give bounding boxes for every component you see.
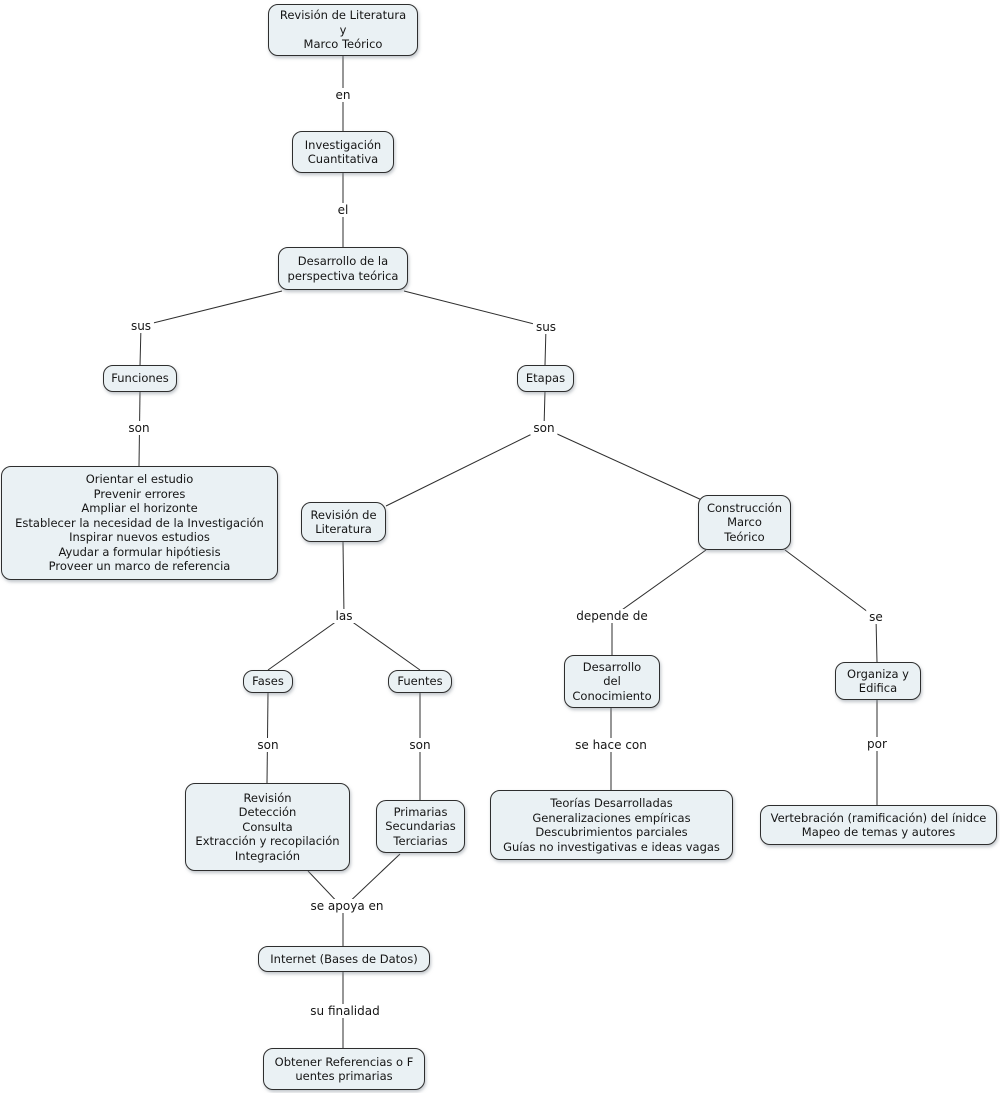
link-label-son-fuentes[interactable]: son [406, 738, 434, 752]
concept-desarrollo-del-conocimiento[interactable]: Desarrollo del Conocimiento [564, 655, 660, 708]
concept-organiza-y-edifica[interactable]: Organiza y Edifica [835, 662, 921, 700]
concept-construccion-marco-teorico[interactable]: Construcción Marco Teórico [698, 495, 791, 550]
concept-fases[interactable]: Fases [243, 670, 293, 693]
link-label-depende-de[interactable]: depende de [573, 609, 651, 623]
concept-obtener-referencias[interactable]: Obtener Referencias o F uentes primarias [263, 1048, 425, 1090]
concept-investigacion-cuantitativa[interactable]: Investigación Cuantitativa [292, 131, 394, 173]
link-label-en[interactable]: en [332, 88, 354, 102]
concept-fuentes-tipos[interactable]: Primarias Secundarias Terciarias [376, 800, 465, 853]
link-label-por[interactable]: por [864, 737, 890, 751]
edge-revision-to-las [342, 541, 345, 617]
link-label-se-hace-con[interactable]: se hace con [572, 738, 650, 752]
concept-vertebracion-mapeo[interactable]: Vertebración (ramificación) del ínidce M… [760, 805, 997, 845]
concept-etapas[interactable]: Etapas [517, 365, 574, 392]
edge-las-to-fases [267, 615, 345, 671]
link-label-su-finalidad[interactable]: su finalidad [307, 1004, 383, 1018]
concept-fases-lista[interactable]: Revisión Detección Consulta Extracción y… [185, 783, 350, 871]
link-label-son-fases[interactable]: son [254, 738, 282, 752]
concept-funciones[interactable]: Funciones [103, 365, 177, 392]
concept-internet-bases-de-datos[interactable]: Internet (Bases de Datos) [258, 946, 430, 972]
edge-construccion-to-organiza [784, 549, 878, 663]
edge-desarrollo-to-funciones [139, 290, 283, 367]
link-label-son-funciones[interactable]: son [125, 421, 153, 435]
concept-desarrollo-perspectiva-teorica[interactable]: Desarrollo de la perspectiva teórica [278, 247, 408, 290]
edge-desarrollo-to-etapas [403, 290, 547, 366]
concept-funciones-lista[interactable]: Orientar el estudio Prevenir errores Amp… [1, 466, 278, 580]
concept-revision-de-literatura[interactable]: Revisión de Literatura [301, 502, 386, 542]
link-label-son-etapas[interactable]: son [530, 421, 558, 435]
concept-revision-literatura-marco-teorico[interactable]: Revisión de Literatura y Marco Teórico [268, 4, 418, 56]
link-label-el[interactable]: el [334, 203, 352, 217]
link-label-sus-funciones[interactable]: sus [127, 319, 155, 333]
concept-conocimiento-lista[interactable]: Teorías Desarrolladas Generalizaciones e… [490, 790, 733, 860]
edge-las-to-fuentes [343, 615, 421, 671]
edge-construccion-to-desarrollo-conocimiento [611, 549, 707, 655]
link-label-se-apoya-en[interactable]: se apoya en [307, 899, 387, 913]
edge-son-to-revision-literatura [385, 427, 545, 507]
edge-son-to-construccion [543, 427, 705, 502]
link-label-las[interactable]: las [332, 609, 356, 623]
link-label-se[interactable]: se [866, 610, 886, 624]
link-label-sus-etapas[interactable]: sus [532, 320, 560, 334]
concept-fuentes[interactable]: Fuentes [388, 670, 452, 693]
